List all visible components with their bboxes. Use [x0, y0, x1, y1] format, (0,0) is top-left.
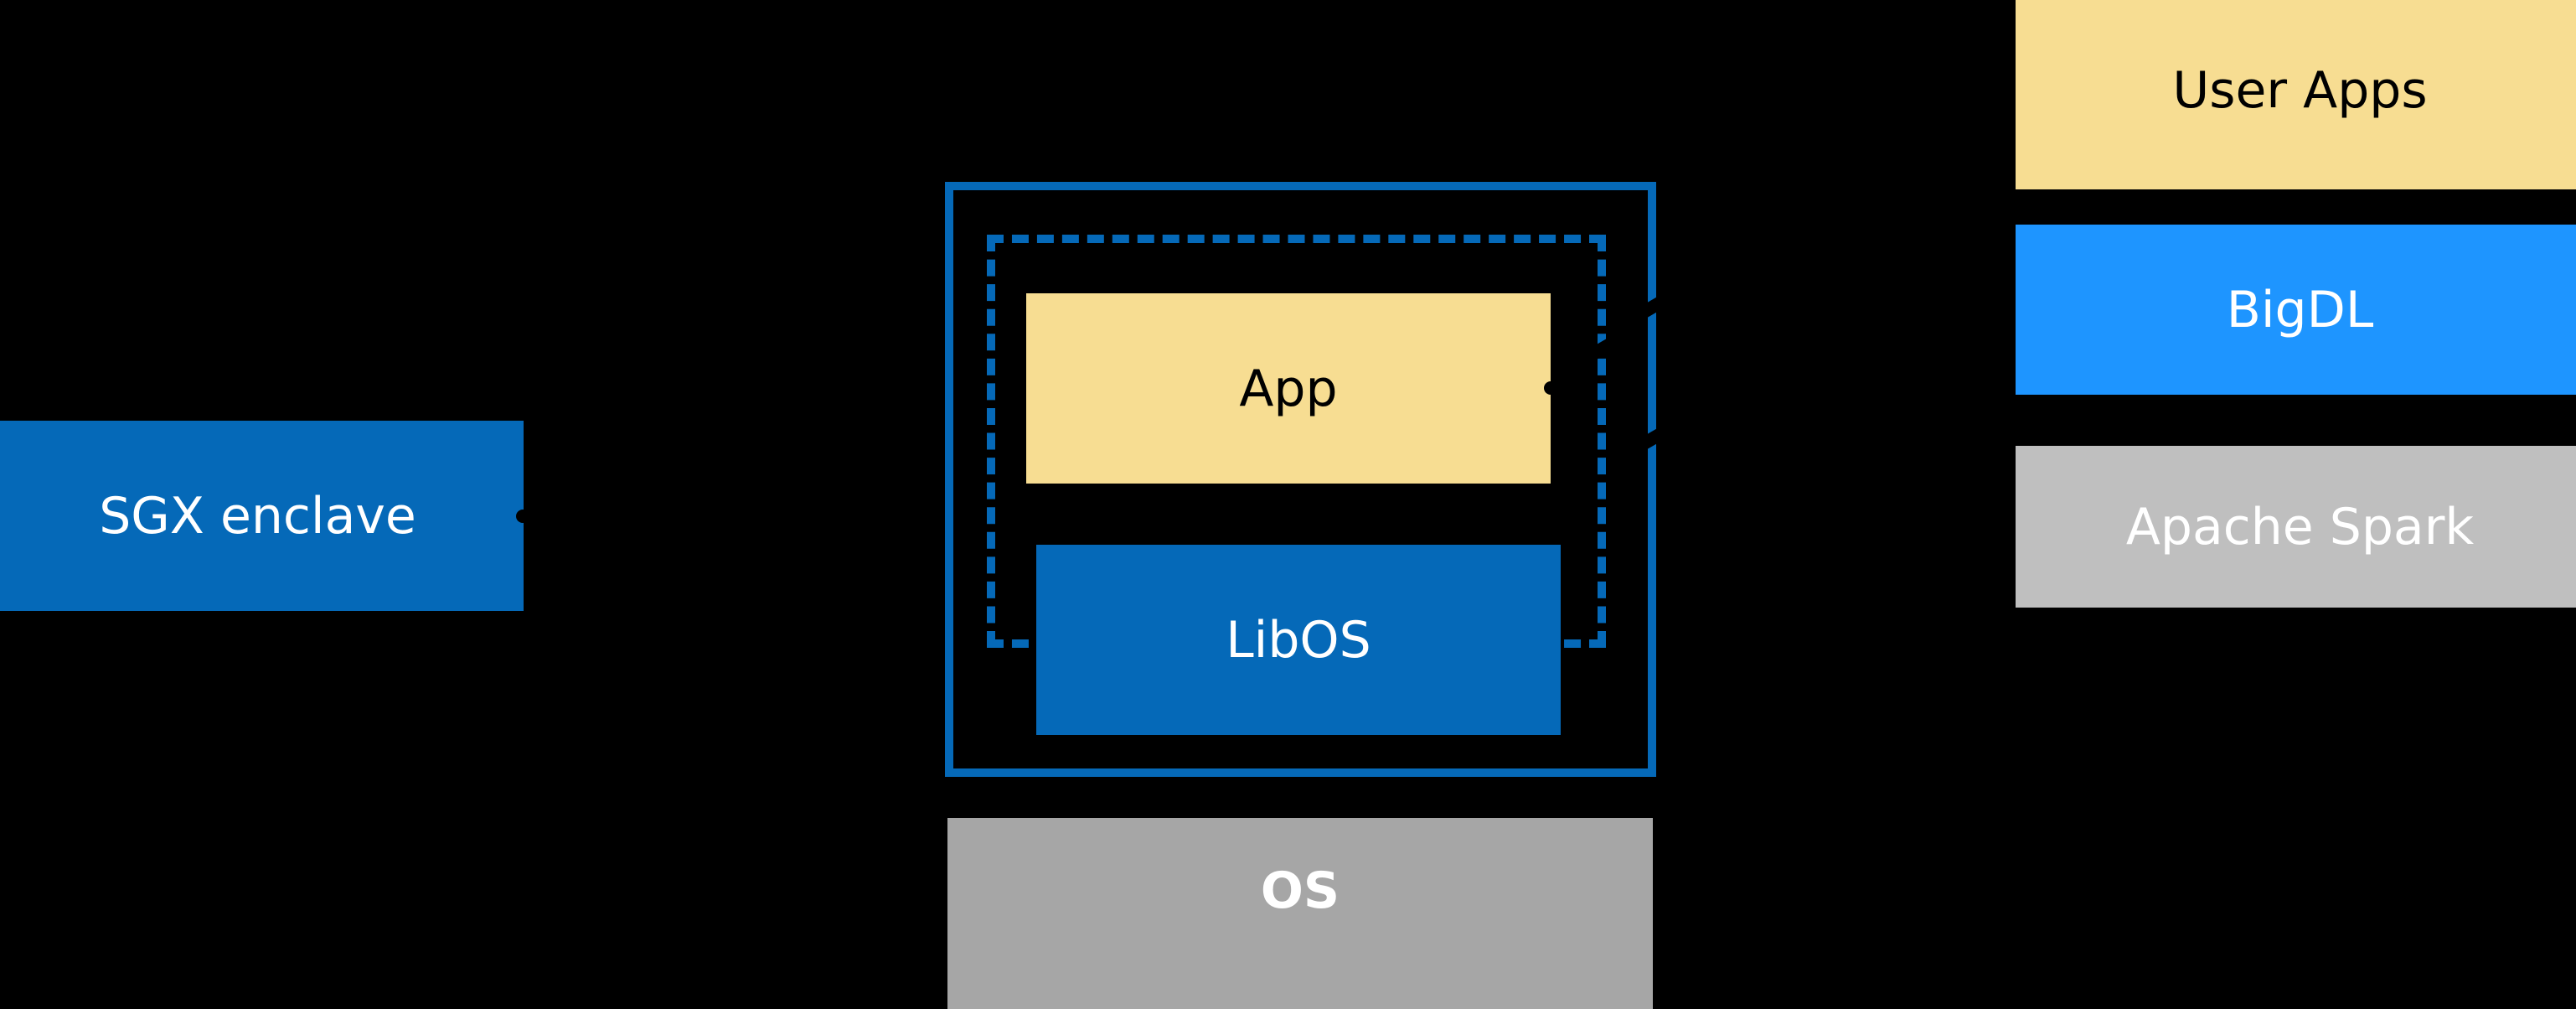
os-label: OS	[1260, 862, 1340, 920]
app-label: App	[1239, 359, 1338, 418]
bigdl-label: BigDL	[2226, 280, 2374, 339]
app-box: App	[1026, 293, 1551, 484]
apache-spark-box: Apache Spark	[2016, 446, 2576, 608]
enclave-outer-boundary	[945, 182, 1656, 777]
user-apps-box: User Apps	[2016, 0, 2576, 189]
app-connector-endpoint-dot	[1544, 381, 1557, 395]
sgx-enclave-box: SGX enclave	[0, 421, 524, 611]
user-apps-label: User Apps	[2172, 61, 2428, 120]
apache-spark-label: Apache Spark	[2125, 497, 2475, 556]
sgx-connector-endpoint-dot	[516, 510, 529, 523]
libos-label: LibOS	[1226, 610, 1371, 670]
os-box: OS	[947, 818, 1653, 1009]
sgx-enclave-label: SGX enclave	[99, 486, 416, 546]
bigdl-box: BigDL	[2016, 225, 2576, 395]
libos-box: LibOS	[1036, 545, 1561, 735]
